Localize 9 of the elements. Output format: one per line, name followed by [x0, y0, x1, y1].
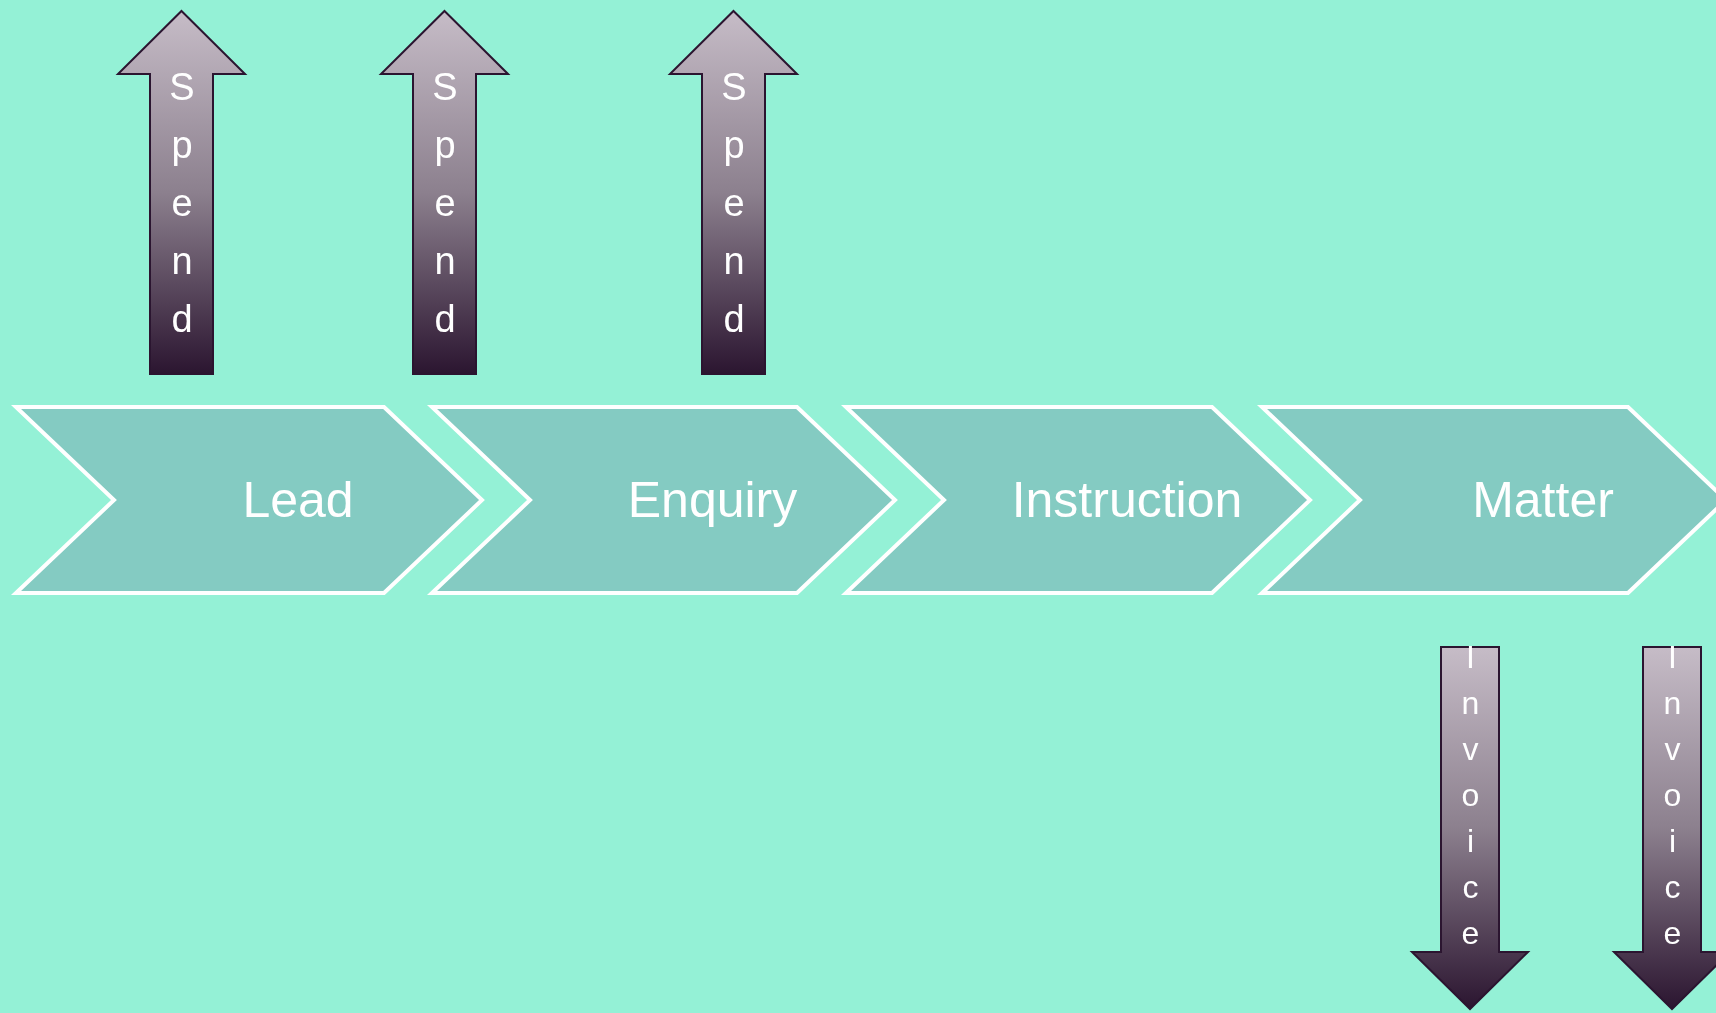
arrow-label: Invoice	[1653, 639, 1691, 961]
arrow-label: Spend	[712, 66, 755, 356]
arrow-label: Spend	[160, 66, 203, 356]
arrow-label: Invoice	[1451, 639, 1489, 961]
arrow-label: Spend	[423, 66, 466, 356]
step-label: Instruction	[1011, 471, 1243, 529]
step-label: Matter	[1472, 471, 1614, 529]
step-label: Enquiry	[627, 471, 798, 529]
step-label: Lead	[242, 471, 354, 529]
